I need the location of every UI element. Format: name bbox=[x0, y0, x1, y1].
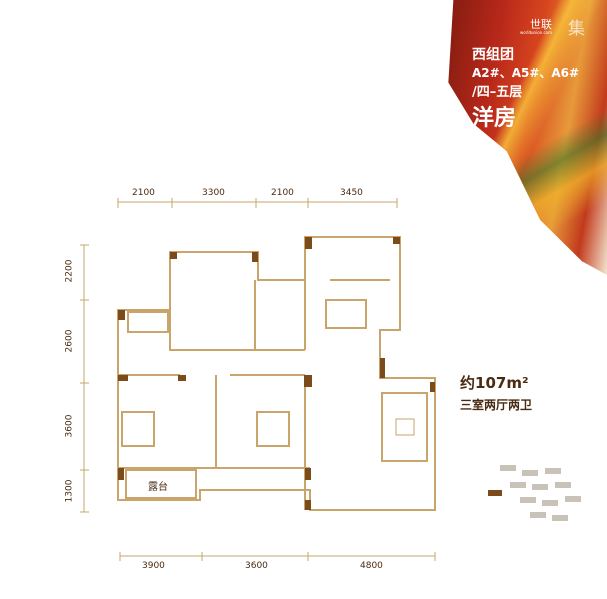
dim-bottom-1: 3900 bbox=[142, 561, 165, 571]
walls bbox=[117, 236, 436, 511]
dim-left-4: 1300 bbox=[64, 479, 75, 503]
dim-top-4: 3450 bbox=[340, 188, 363, 198]
dim-left-3: 3600 bbox=[64, 414, 75, 438]
dim-top-2: 3300 bbox=[202, 188, 225, 198]
series-name: 集 bbox=[568, 19, 585, 39]
layout-label: 三室两厅两卫 bbox=[460, 398, 533, 412]
area-label: 约107m² bbox=[460, 372, 529, 393]
wall-columns bbox=[118, 237, 435, 510]
dim-left-2: 2600 bbox=[64, 329, 75, 353]
dim-top-1: 2100 bbox=[132, 188, 155, 198]
dim-top-3: 2100 bbox=[271, 188, 294, 198]
dim-left-1: 2200 bbox=[64, 259, 75, 283]
terrace-label: 露台 bbox=[148, 482, 168, 493]
group-name: 西组团 bbox=[472, 47, 514, 63]
area-value: 107 bbox=[475, 374, 507, 392]
coffee-table-icon bbox=[395, 418, 415, 436]
dim-bottom-3: 4800 bbox=[360, 561, 383, 571]
floors: /四–五层 bbox=[472, 85, 523, 100]
brand-url: worldunion.com bbox=[520, 30, 552, 35]
area-prefix: 约 bbox=[460, 374, 476, 392]
building-numbers: A2#、A5#、A6# bbox=[472, 66, 580, 80]
area-unit: m² bbox=[506, 374, 529, 392]
site-map-mini bbox=[488, 465, 581, 521]
dim-bottom-2: 3600 bbox=[245, 561, 268, 571]
house-type: 洋房 bbox=[472, 106, 517, 131]
brand-logo: 世联 bbox=[530, 18, 552, 31]
